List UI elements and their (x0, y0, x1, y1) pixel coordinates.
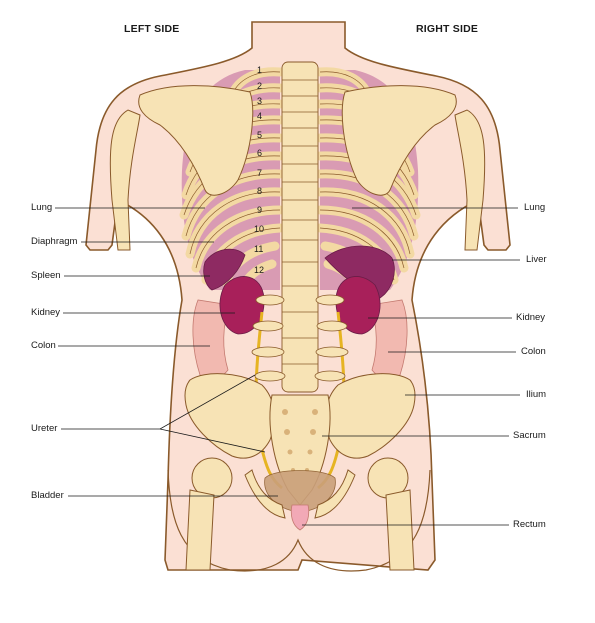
label-colon-left: Colon (31, 340, 56, 351)
leader-lines (55, 207, 520, 526)
label-lung-right: Lung (524, 202, 546, 213)
rib-number-11: 11 (254, 244, 263, 254)
label-spleen: Spleen (31, 270, 61, 281)
spleen (203, 248, 246, 291)
rib-number-1: 1 (257, 65, 262, 75)
label-kidney-left: Kidney (31, 307, 61, 318)
rib-number-8: 8 (257, 186, 262, 196)
rib-number-3: 3 (257, 96, 262, 106)
right-humerus (454, 109, 486, 251)
right-scapula (341, 85, 457, 196)
lumbar-processes (251, 294, 349, 382)
right-ilium (325, 373, 416, 459)
rib-number-6: 6 (257, 148, 262, 158)
label-lung-left: Lung (31, 202, 53, 213)
rib-numbers: 1 2 3 4 5 6 7 8 9 10 11 12 (254, 65, 264, 275)
rectum (290, 504, 310, 531)
left-side-heading: LEFT SIDE (124, 23, 180, 35)
left-ilium (184, 373, 275, 459)
leader-ureter (61, 374, 266, 453)
label-ureter: Ureter (31, 423, 58, 434)
spine (251, 61, 349, 393)
rib-number-7: 7 (257, 168, 262, 178)
label-ilium: Ilium (526, 389, 547, 400)
rib-number-4: 4 (257, 111, 262, 121)
left-scapula (138, 85, 254, 196)
rib-number-2: 2 (257, 81, 262, 91)
rib-number-12: 12 (254, 265, 264, 275)
label-kidney-right: Kidney (516, 312, 546, 323)
rib-number-9: 9 (257, 205, 262, 215)
spinal-column (281, 61, 319, 393)
label-rectum: Rectum (513, 519, 546, 530)
rib-number-10: 10 (254, 224, 264, 234)
label-diaphragm: Diaphragm (31, 236, 78, 247)
label-colon-right: Colon (521, 346, 546, 357)
label-bladder: Bladder (31, 490, 64, 501)
label-sacrum: Sacrum (513, 430, 546, 441)
rib-number-5: 5 (257, 130, 262, 140)
left-humerus (109, 109, 141, 251)
right-side-heading: RIGHT SIDE (416, 23, 479, 35)
hips-and-femurs (185, 457, 415, 571)
label-liver: Liver (526, 254, 547, 265)
